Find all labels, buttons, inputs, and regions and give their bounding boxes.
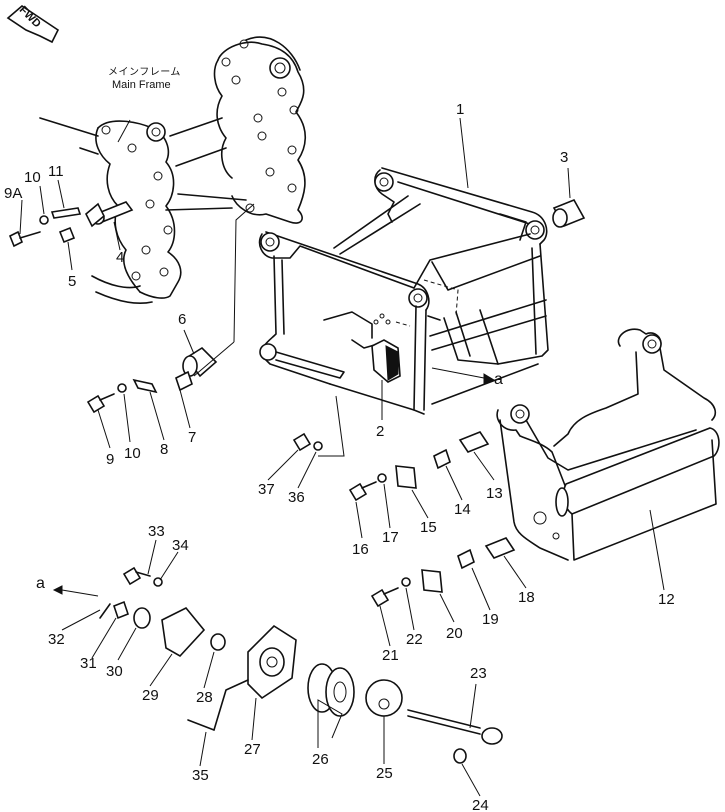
callout-2: 2 xyxy=(376,423,385,440)
callout-7: 7 xyxy=(188,429,197,446)
callout-5: 5 xyxy=(68,273,77,290)
callout-11: 11 xyxy=(48,163,64,180)
callout-20: 20 xyxy=(446,625,463,642)
callout-10-top: 10 xyxy=(24,169,41,186)
callout-17: 17 xyxy=(382,529,399,546)
callout-21: 21 xyxy=(382,647,399,664)
main-frame-label-en: Main Frame xyxy=(112,79,171,91)
callout-19: 19 xyxy=(482,611,499,628)
fwd-arrow-icon xyxy=(6,4,60,44)
callout-10-mid: 10 xyxy=(124,445,141,462)
callout-36: 36 xyxy=(288,489,305,506)
callout-25: 25 xyxy=(376,765,393,782)
view-mark-a-left: a xyxy=(36,575,45,592)
callout-18: 18 xyxy=(518,589,535,606)
lower-bracket xyxy=(496,328,720,561)
callout-31: 31 xyxy=(80,655,97,672)
callout-15: 15 xyxy=(420,519,437,536)
callout-29: 29 xyxy=(142,687,159,704)
main-frame-label-jp: メインフレーム xyxy=(108,67,181,78)
callout-23: 23 xyxy=(470,665,487,682)
callout-13: 13 xyxy=(486,485,503,502)
bracket-body xyxy=(258,167,549,415)
callout-9a: 9A xyxy=(4,185,23,202)
callout-14: 14 xyxy=(454,501,471,518)
callout-32: 32 xyxy=(48,631,65,648)
callout-4: 4 xyxy=(116,249,125,266)
callout-37: 37 xyxy=(258,481,275,498)
main-frame xyxy=(39,36,307,305)
callout-1: 1 xyxy=(456,101,465,118)
callout-22: 22 xyxy=(406,631,423,648)
callout-35: 35 xyxy=(192,767,209,784)
leader-lines xyxy=(19,117,665,797)
callout-33: 33 xyxy=(148,523,165,540)
callout-24: 24 xyxy=(472,797,489,812)
view-mark-a-right: a xyxy=(494,371,503,388)
hardware xyxy=(8,201,516,764)
callout-26: 26 xyxy=(312,751,329,768)
callout-34: 34 xyxy=(172,537,189,554)
callout-3: 3 xyxy=(560,149,569,166)
sleeve xyxy=(552,198,586,228)
callout-8: 8 xyxy=(160,441,169,458)
callout-6: 6 xyxy=(178,311,187,328)
callout-9: 9 xyxy=(106,451,115,468)
callout-27: 27 xyxy=(244,741,261,758)
callout-28: 28 xyxy=(196,689,213,706)
callout-12: 12 xyxy=(658,591,675,608)
callout-30: 30 xyxy=(106,663,123,680)
callout-16: 16 xyxy=(352,541,369,558)
